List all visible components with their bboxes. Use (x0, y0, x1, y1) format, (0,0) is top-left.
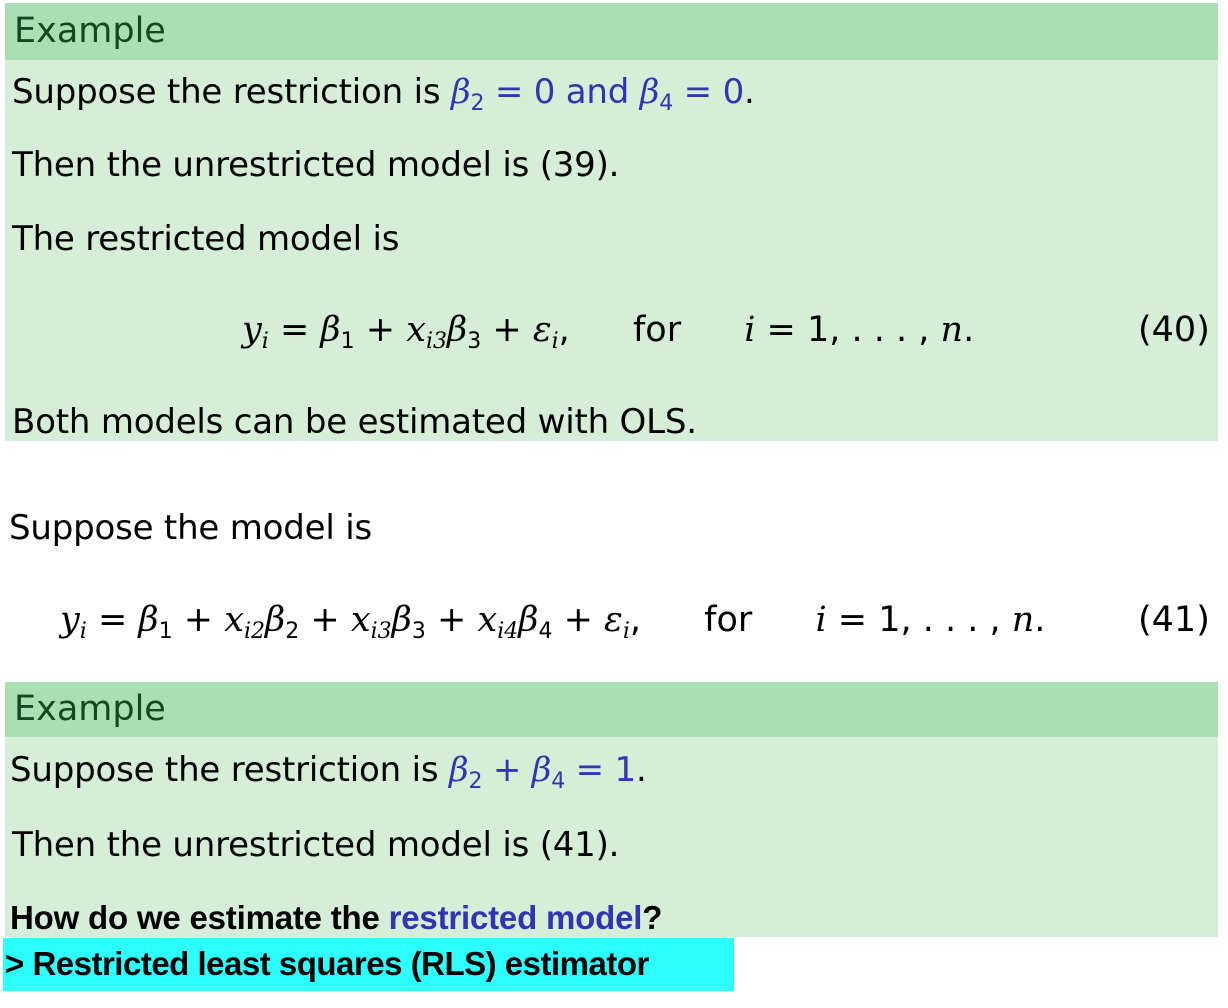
equation-number-40: (40) (1138, 310, 1210, 350)
full-model-equation: yi = β1 + xi2β2 + xi3β3 + xi4β4 + εi, fo… (60, 600, 1046, 644)
restriction-math-1: β2 = 0 and β4 = 0 (450, 72, 744, 116)
example-block-2-header: Example (5, 682, 1218, 737)
example-block-1: Example Suppose the restriction is β2 = … (5, 3, 1218, 442)
restricted-model-link: restricted model (388, 899, 643, 936)
rls-callout-text: > Restricted least squares (RLS) estimat… (5, 945, 649, 982)
restricted-model-equation: yi = β1 + xi3β3 + εi, for i = 1, . . . ,… (242, 310, 975, 354)
restriction-statement-2: Suppose the restriction is β2 + β4 = 1. (10, 750, 647, 794)
restricted-model-intro: The restricted model is (12, 219, 400, 259)
example-block-2-title: Example (14, 689, 166, 729)
unrestricted-model-reference-1: Then the unrestricted model is (39). (12, 145, 620, 185)
model-intro: Suppose the model is (9, 508, 372, 548)
equation-number-41: (41) (1138, 600, 1210, 640)
ols-statement: Both models can be estimated with OLS. (12, 402, 697, 442)
unrestricted-model-reference-2: Then the unrestricted model is (41). (12, 825, 620, 865)
example-block-1-title: Example (14, 11, 166, 51)
example-block-1-header: Example (5, 3, 1218, 60)
example-block-2: Example Suppose the restriction is β2 + … (5, 682, 1218, 937)
restriction-statement-1: Suppose the restriction is β2 = 0 and β4… (12, 72, 755, 116)
estimation-question: How do we estimate the restricted model? (10, 899, 663, 936)
rls-callout: > Restricted least squares (RLS) estimat… (3, 938, 734, 991)
restriction-math-2: β2 + β4 = 1 (448, 750, 636, 794)
